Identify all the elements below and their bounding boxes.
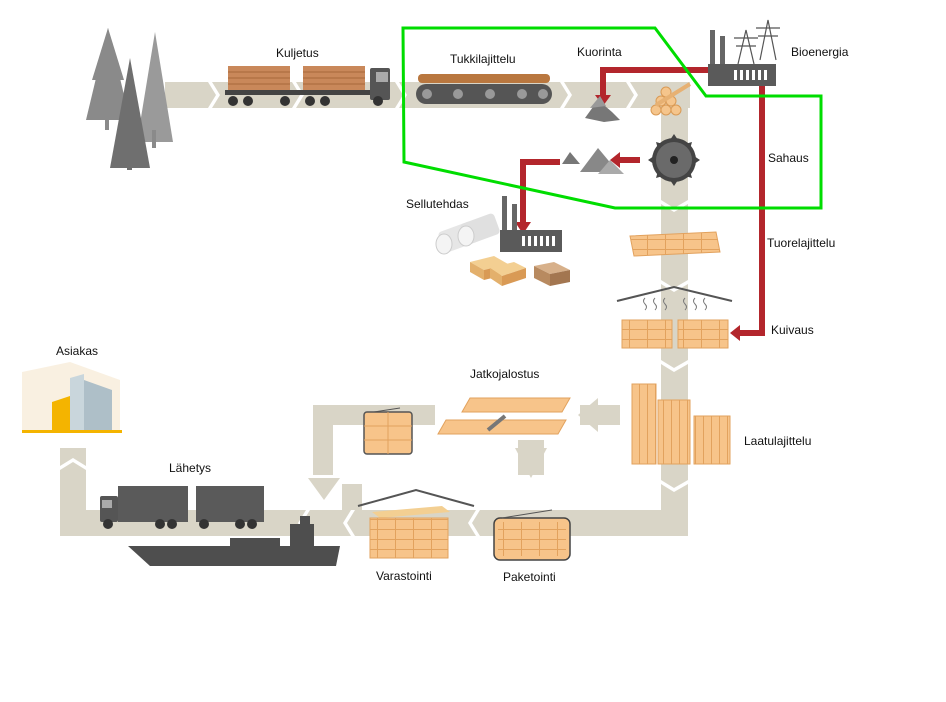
- label-paketointi: Paketointi: [503, 570, 556, 584]
- further-processing-icon: [437, 397, 571, 435]
- flow-arrows: [60, 82, 688, 536]
- label-varastointi: Varastointi: [376, 569, 432, 583]
- label-jatkojalostus: Jatkojalostus: [470, 367, 540, 381]
- wrapped-package-icon: [363, 407, 413, 455]
- label-laatulajittelu: Laatulajittelu: [744, 434, 812, 448]
- jatkojalostus-in-arrow: [578, 398, 598, 432]
- pulp-mill-icon: [500, 196, 562, 252]
- label-sellutehdas: Sellutehdas: [406, 197, 469, 211]
- bark-pile-icon: [585, 96, 620, 122]
- jatkojalostus-arrow: [515, 448, 547, 478]
- drying-kiln-icon: [616, 285, 733, 349]
- customer-buildings-icon: [22, 362, 122, 433]
- label-sahaus: Sahaus: [768, 151, 809, 165]
- warehouse-storage-icon: [357, 488, 475, 559]
- circular-saw-icon: [648, 134, 700, 186]
- sawdust-chips-icon: [562, 148, 624, 174]
- label-tukkilajittelu: Tukkilajittelu: [450, 52, 516, 66]
- highlight-outline: [401, 26, 823, 210]
- cargo-ship-icon: [128, 516, 340, 566]
- label-lahetys: Lähetys: [169, 461, 212, 475]
- material-flow-path: [60, 82, 690, 536]
- label-kuivaus: Kuivaus: [771, 323, 814, 337]
- cardboard-boxes-icon: [470, 256, 570, 286]
- green-sorting-boards-icon: [629, 231, 721, 257]
- paper-rolls-icon: [435, 213, 500, 255]
- quality-sorting-boards-icon: [631, 383, 731, 465]
- byproduct-arrowheads: [515, 95, 740, 341]
- forest-icon: [86, 28, 173, 170]
- loop-down-arrow: [308, 478, 340, 500]
- byproduct-lines: [520, 67, 765, 336]
- log-truck-icon: [225, 66, 390, 106]
- label-kuljetus: Kuljetus: [276, 46, 319, 60]
- debarked-logs-icon: [650, 82, 692, 116]
- bioenergy-plant-icon: [708, 30, 776, 86]
- label-kuorinta: Kuorinta: [577, 45, 622, 59]
- power-pylon-icon: [734, 19, 780, 65]
- packaging-icon: [493, 509, 571, 561]
- log-sorting-conveyor-icon: [416, 74, 552, 104]
- label-asiakas: Asiakas: [56, 344, 99, 358]
- label-bioenergia: Bioenergia: [791, 45, 849, 59]
- container-truck-icon: [100, 486, 264, 529]
- label-tuorelajittelu: Tuorelajittelu: [767, 236, 836, 250]
